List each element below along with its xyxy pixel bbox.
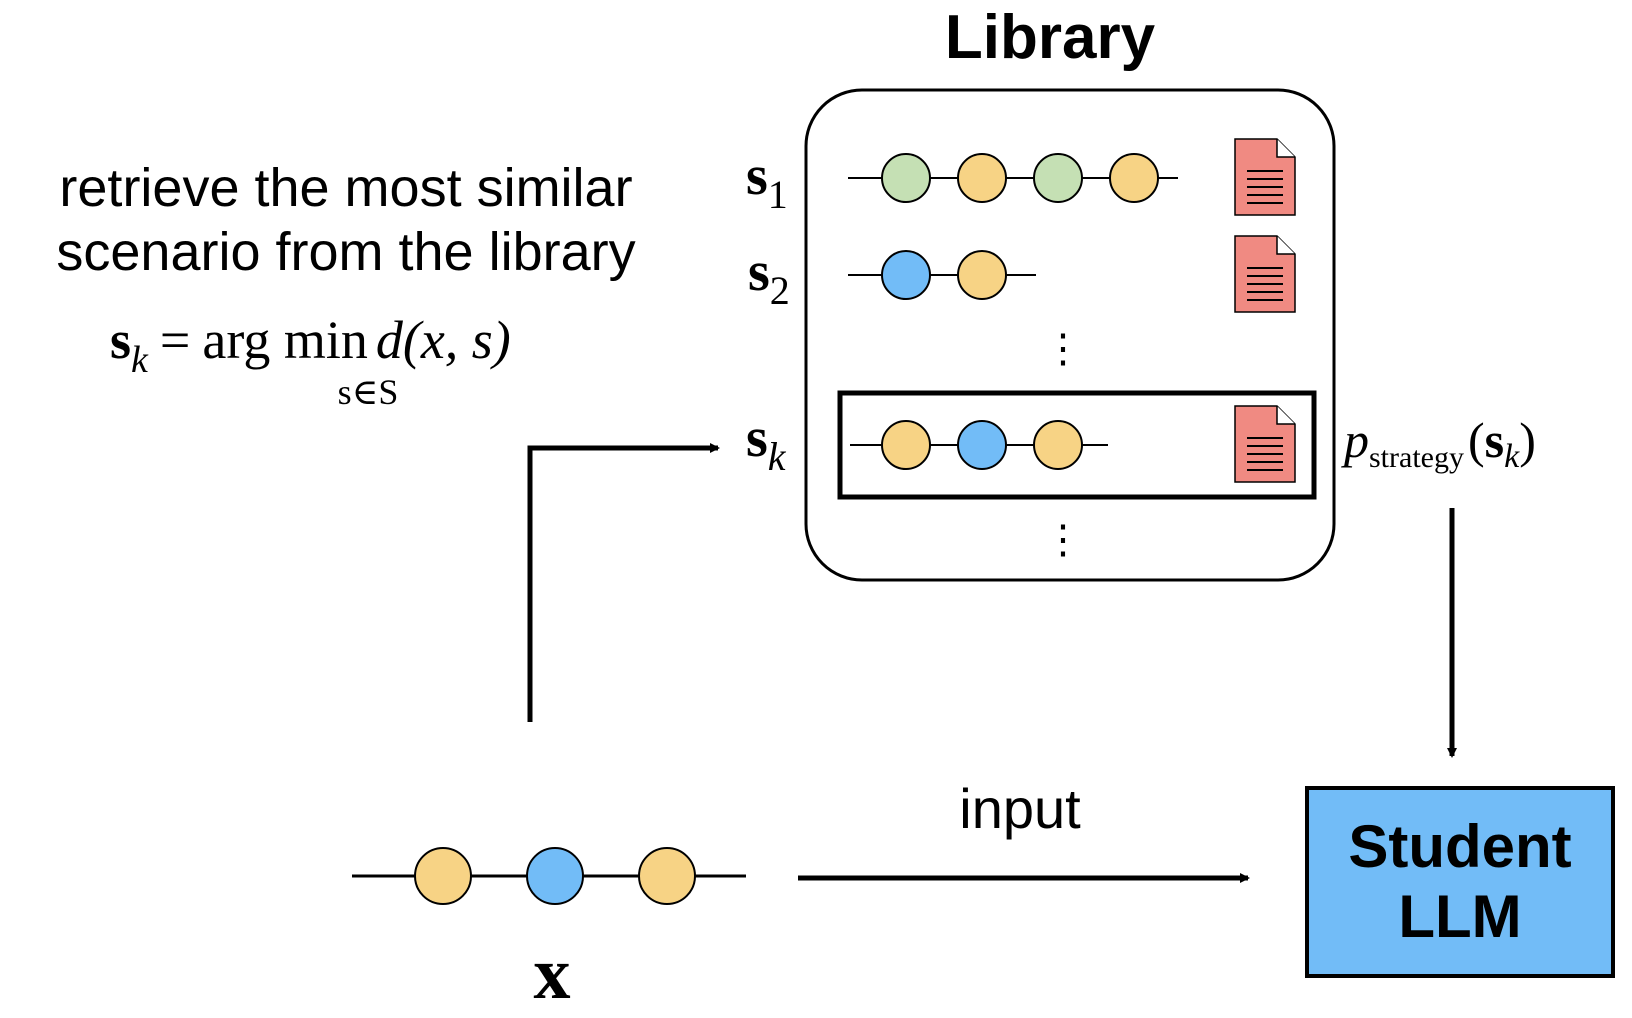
student-label-line: LLM [1398, 883, 1522, 950]
node-yellow [957, 153, 1007, 203]
node-green [1033, 153, 1083, 203]
retrieval-caption: retrieve the most similar scenario from … [6, 156, 686, 284]
query-label: x [534, 933, 571, 1015]
caption-line: retrieve the most similar [59, 158, 633, 218]
caption-line: scenario from the library [56, 222, 636, 282]
strategy-distribution-label: pstrategy(sk) [1341, 412, 1536, 475]
retrieved-row-highlight [837, 390, 1317, 500]
node-blue [881, 250, 931, 300]
document-icon [1234, 235, 1296, 313]
input-edge-label: input [959, 777, 1081, 840]
document-icon [1234, 405, 1296, 483]
argmin-subscript: s∈S [338, 372, 399, 412]
student-llm-box: Student LLM [1305, 786, 1615, 978]
node-green [881, 153, 931, 203]
arrow-icon [527, 443, 720, 722]
library-container [804, 88, 1336, 582]
student-label-line: Student [1348, 813, 1572, 880]
ellipsis: ⋮ [1043, 517, 1083, 562]
node-yellow [957, 250, 1007, 300]
document-icon [1234, 138, 1296, 216]
student-llm-label: Student LLM [1348, 812, 1571, 952]
node-yellow [414, 847, 472, 905]
row-label-s2: s2 [748, 241, 790, 313]
node-yellow [1033, 420, 1083, 470]
node-yellow [881, 420, 931, 470]
node-blue [957, 420, 1007, 470]
node-yellow [638, 847, 696, 905]
row-label-s1: s1 [746, 145, 788, 217]
library-title: Library [944, 3, 1156, 72]
ellipsis: ⋮ [1043, 326, 1083, 371]
node-yellow [1109, 153, 1159, 203]
row-label-sk: sk [746, 407, 787, 479]
node-blue [526, 847, 584, 905]
